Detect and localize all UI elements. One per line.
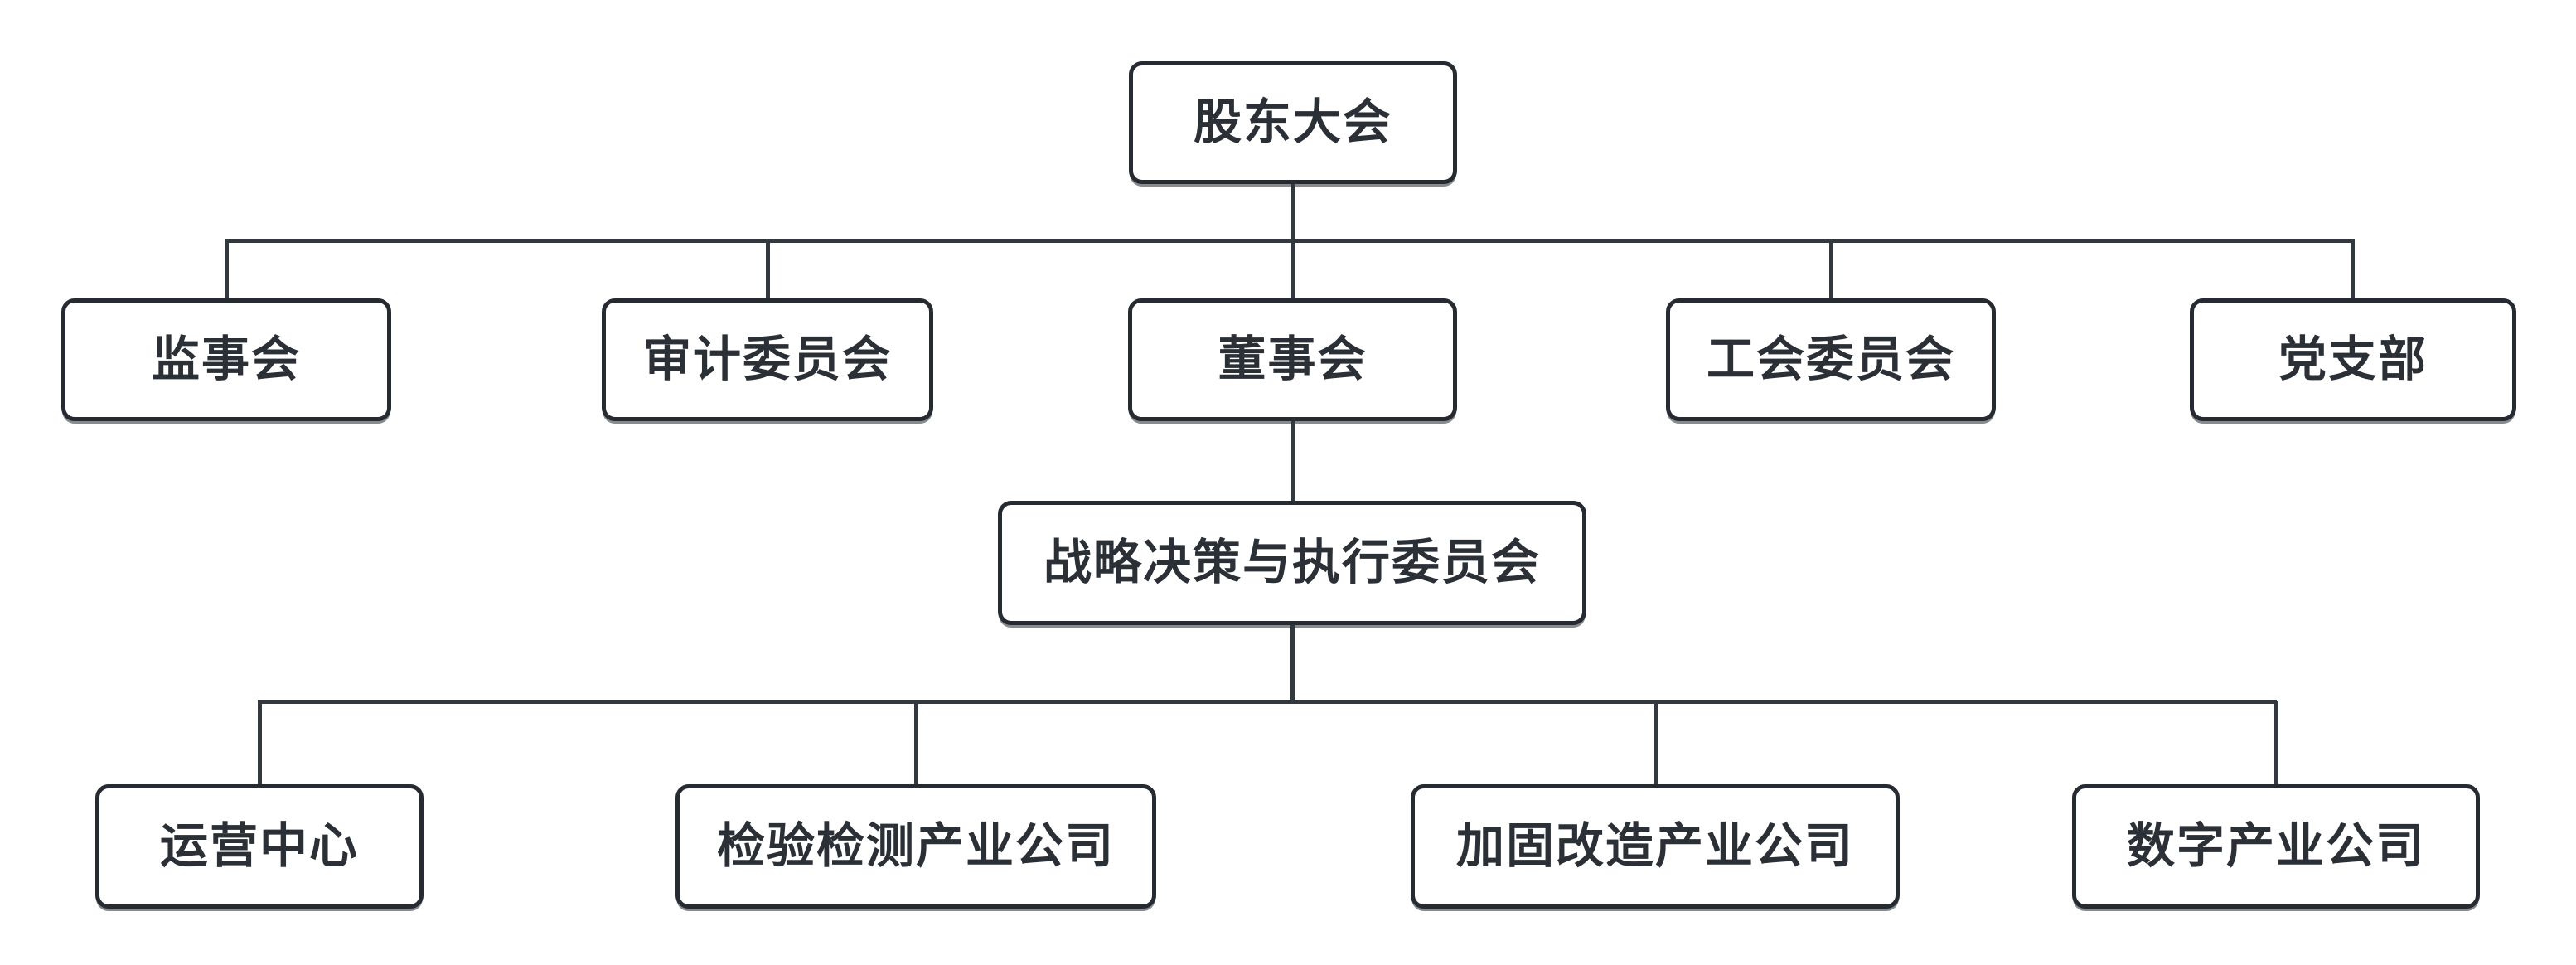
connector-stub-supervisors — [225, 240, 229, 298]
connector-stub-digital — [2274, 701, 2278, 784]
org-node-label: 董事会 — [1218, 332, 1368, 386]
connector-level2-bus — [225, 239, 2355, 243]
connector-stub-reinforcement — [1654, 701, 1658, 784]
connector-stub-audit — [766, 240, 770, 298]
connector-stub-operations — [258, 701, 262, 784]
org-node-inspection-testing-company: 检验检测产业公司 — [675, 784, 1156, 909]
org-node-digital-industry-company: 数字产业公司 — [2072, 784, 2480, 909]
connector-stub-board — [1291, 240, 1295, 298]
connector-shareholders-down — [1291, 184, 1295, 242]
org-node-label: 审计委员会 — [642, 332, 892, 386]
org-node-audit-committee: 审计委员会 — [602, 298, 933, 421]
org-node-union-committee: 工会委员会 — [1666, 298, 1996, 421]
connector-strategy-down — [1290, 625, 1295, 701]
org-node-label: 党支部 — [2278, 332, 2428, 386]
connector-stub-union — [1829, 240, 1833, 298]
org-node-reinforcement-renovation-company: 加固改造产业公司 — [1411, 784, 1900, 909]
org-node-label: 加固改造产业公司 — [1455, 819, 1854, 873]
org-node-label: 股东大会 — [1193, 95, 1392, 149]
org-node-board-of-directors: 董事会 — [1128, 298, 1457, 421]
connector-stub-inspection — [914, 701, 918, 784]
connector-board-strategy — [1291, 421, 1295, 501]
org-node-label: 工会委员会 — [1706, 332, 1955, 386]
org-node-party-branch: 党支部 — [2190, 298, 2516, 421]
org-node-label: 数字产业公司 — [2126, 819, 2425, 873]
org-node-strategy-committee: 战略决策与执行委员会 — [998, 501, 1586, 625]
org-node-label: 战略决策与执行委员会 — [1043, 536, 1541, 589]
connector-level4-bus — [258, 700, 2277, 704]
org-node-label: 运营中心 — [159, 819, 359, 873]
org-node-operations-center: 运营中心 — [95, 784, 424, 909]
org-node-label: 检验检测产业公司 — [716, 819, 1115, 873]
org-node-label: 监事会 — [151, 332, 301, 386]
org-node-shareholders-meeting: 股东大会 — [1129, 61, 1457, 184]
org-node-board-of-supervisors: 监事会 — [61, 298, 391, 421]
connector-stub-party — [2351, 240, 2355, 298]
